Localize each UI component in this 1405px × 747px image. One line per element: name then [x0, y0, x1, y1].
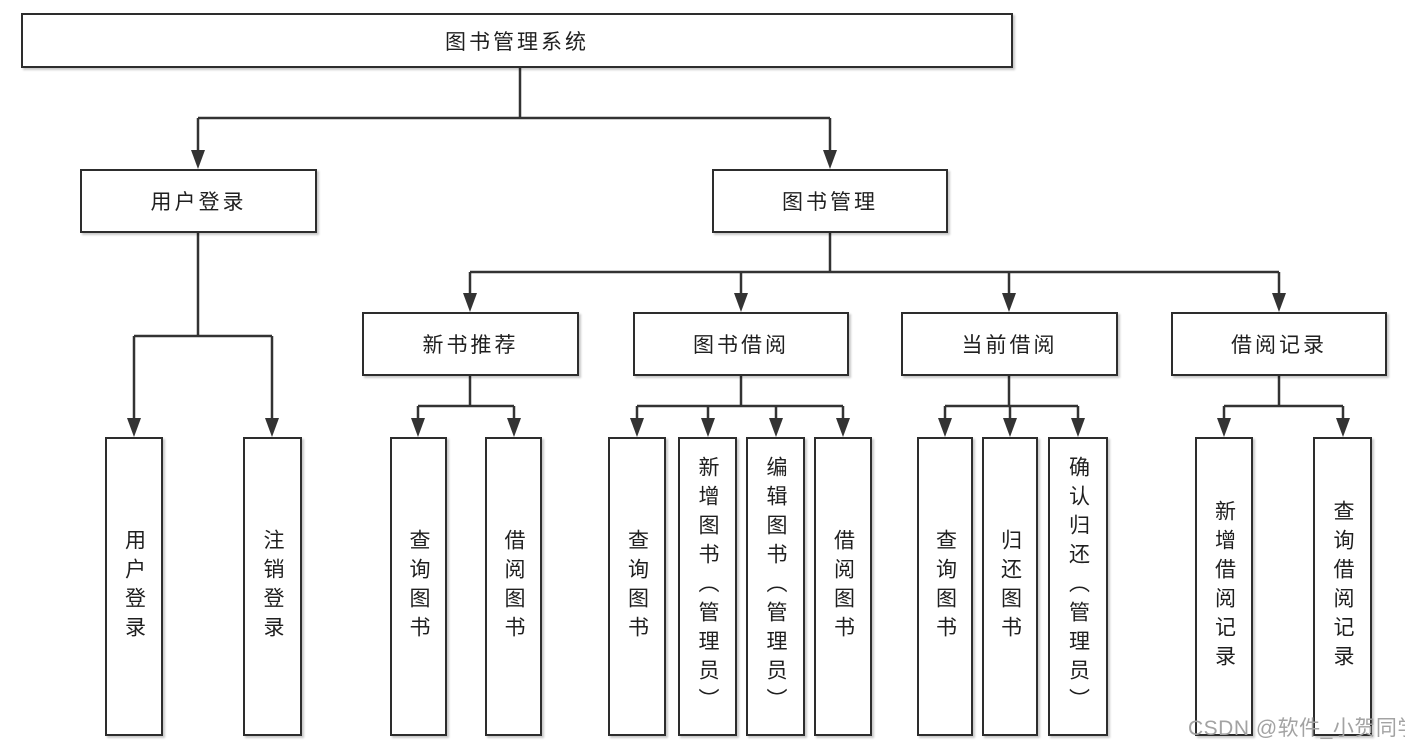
node-leaf-return-book: 归还图书 — [982, 437, 1038, 736]
node-label: 借阅记录 — [1231, 334, 1327, 357]
node-label: 新增图书（管理员） — [696, 456, 719, 717]
node-leaf-query-book-1: 查询图书 — [390, 437, 447, 736]
node-leaf-logout: 注销登录 — [243, 437, 302, 736]
arrowhead-down-icon — [411, 418, 425, 437]
arrowhead-down-icon — [769, 418, 783, 437]
node-label: 借阅图书 — [831, 528, 855, 645]
node-leaf-query-book-2: 查询图书 — [608, 437, 666, 736]
node-label: 确认归还（管理员） — [1066, 456, 1090, 717]
arrowhead-down-icon — [1003, 418, 1017, 437]
arrowhead-down-icon — [191, 150, 205, 169]
node-user-login: 用户登录 — [80, 169, 317, 233]
arrowhead-down-icon — [1336, 418, 1350, 437]
arrowhead-down-icon — [1002, 293, 1016, 312]
arrowhead-down-icon — [1071, 418, 1085, 437]
node-label: 用户登录 — [122, 528, 146, 645]
node-borrow-record: 借阅记录 — [1171, 312, 1387, 376]
node-leaf-add-borrow-record: 新增借阅记录 — [1195, 437, 1253, 736]
node-label: 图书借阅 — [693, 334, 789, 357]
node-label: 借阅图书 — [502, 528, 525, 645]
arrowhead-down-icon — [823, 150, 837, 169]
node-label: 图书管理 — [782, 191, 878, 214]
node-leaf-query-book-3: 查询图书 — [917, 437, 973, 736]
node-leaf-confirm-return-admin: 确认归还（管理员） — [1048, 437, 1108, 736]
arrowhead-down-icon — [701, 418, 715, 437]
arrowhead-down-icon — [938, 418, 952, 437]
arrowhead-down-icon — [463, 293, 477, 312]
node-label: 新书推荐 — [422, 334, 519, 357]
node-new-book-recommend: 新书推荐 — [362, 312, 579, 376]
node-leaf-edit-book-admin: 编辑图书（管理员） — [746, 437, 805, 736]
node-label: 用户登录 — [150, 191, 247, 214]
node-root: 图书管理系统 — [21, 13, 1013, 68]
node-leaf-query-borrow-record: 查询借阅记录 — [1313, 437, 1372, 736]
node-label: 注销登录 — [261, 528, 284, 645]
node-label: 查询图书 — [933, 528, 957, 645]
arrowhead-down-icon — [507, 418, 521, 437]
arrowhead-down-icon — [734, 293, 748, 312]
arrowhead-down-icon — [1217, 418, 1231, 437]
node-label: 图书管理系统 — [445, 30, 589, 54]
node-leaf-borrow-book-2: 借阅图书 — [814, 437, 872, 736]
node-label: 编辑图书（管理员） — [764, 456, 787, 717]
arrowhead-down-icon — [1272, 293, 1286, 312]
node-book-borrow: 图书借阅 — [633, 312, 849, 376]
arrowhead-down-icon — [265, 418, 279, 437]
arrowhead-down-icon — [127, 418, 141, 437]
arrowhead-down-icon — [630, 418, 644, 437]
node-label: 查询图书 — [407, 528, 430, 645]
node-label: 查询借阅记录 — [1331, 499, 1354, 674]
node-label: 新增借阅记录 — [1212, 499, 1236, 674]
node-leaf-borrow-book-1: 借阅图书 — [485, 437, 542, 736]
node-leaf-add-book-admin: 新增图书（管理员） — [678, 437, 737, 736]
node-current-borrow: 当前借阅 — [901, 312, 1118, 376]
node-book-management: 图书管理 — [712, 169, 948, 233]
node-label: 当前借阅 — [961, 334, 1058, 357]
node-leaf-user-login: 用户登录 — [105, 437, 163, 736]
arrowhead-down-icon — [836, 418, 850, 437]
node-label: 归还图书 — [998, 528, 1022, 645]
node-label: 查询图书 — [625, 528, 649, 645]
